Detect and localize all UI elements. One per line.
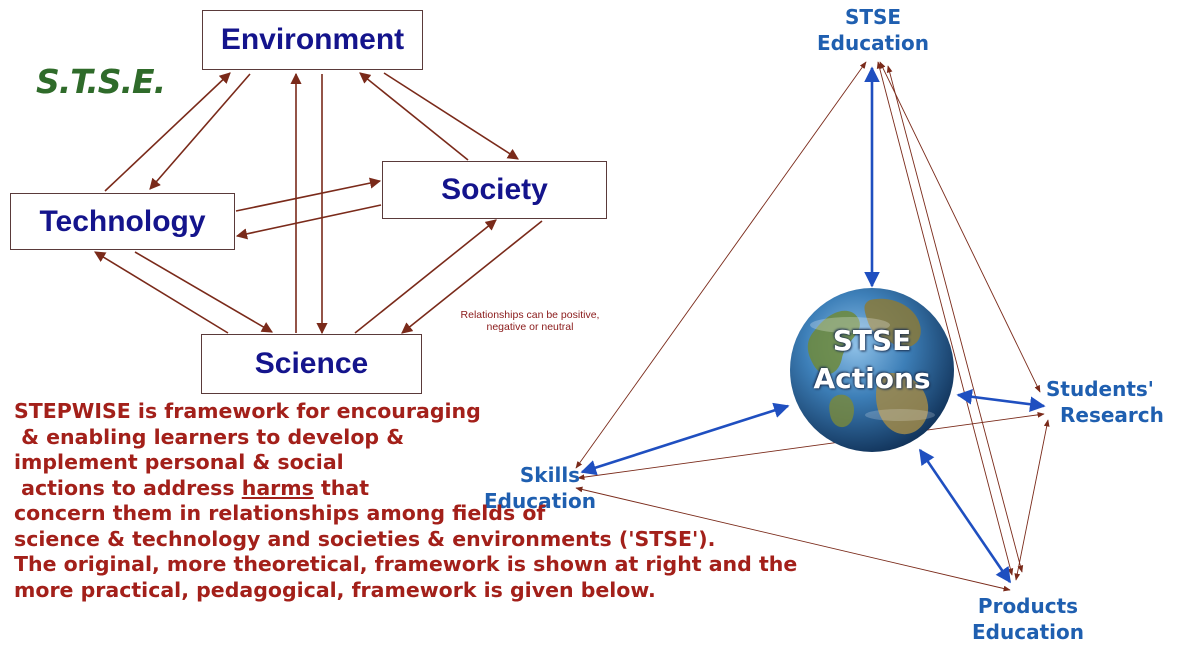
edge-skills-stse xyxy=(575,61,867,469)
desc-line-3: implement personal & social xyxy=(14,450,344,474)
globe-label: STSE Actions xyxy=(790,322,954,398)
node-skills-education-line1: Skills xyxy=(519,463,581,487)
arrow-env-to-tech xyxy=(149,73,251,190)
desc-line-5: concern them in relationships among fiel… xyxy=(14,501,546,525)
desc-line-8: more practical, pedagogical, framework i… xyxy=(14,577,656,602)
stepwise-description: STEPWISE is framework for encouraging & … xyxy=(14,399,954,603)
desc-line-4-prefix: actions to address xyxy=(14,475,242,500)
relationships-note: Relationships can be positive, negative … xyxy=(460,309,600,333)
arrow-sci-to-soc xyxy=(354,219,497,334)
box-science: Science xyxy=(201,334,422,394)
node-students-research-line2: Research xyxy=(1060,403,1164,427)
node-products-education-line2: Education xyxy=(972,620,1084,644)
arrow-soc-to-env xyxy=(359,72,469,161)
arrow-soc-to-tech xyxy=(235,204,382,240)
node-students-research-line1: Students' xyxy=(1046,377,1154,401)
arrow-globe-skills xyxy=(580,402,790,476)
desc-line-2: & enabling learners to develop & xyxy=(14,424,405,449)
left-diagram-arrows xyxy=(94,72,543,335)
node-products-education-line1: Products xyxy=(977,594,1079,618)
node-stse-education: STSE Education xyxy=(803,4,943,56)
desc-line-4: actions to address harms that xyxy=(14,476,954,502)
box-technology: Technology xyxy=(10,193,235,250)
globe-label-line2: Actions xyxy=(813,362,931,395)
arrow-soc-to-sci xyxy=(401,220,543,334)
arrow-tech-to-env xyxy=(104,72,231,192)
arrow-tech-to-sci xyxy=(134,251,273,333)
arrow-env-to-soc xyxy=(383,72,519,160)
box-environment: Environment xyxy=(202,10,423,70)
arrow-tech-to-soc xyxy=(235,177,382,212)
node-stse-education-line1: STSE xyxy=(844,5,902,29)
globe-label-line1: STSE xyxy=(832,324,912,357)
node-stse-education-line2: Education xyxy=(817,31,929,55)
node-skills-education-line2: Education xyxy=(484,489,596,513)
globe-arrows xyxy=(580,66,1046,584)
arrow-sci-to-tech xyxy=(94,251,229,334)
stse-title: S.T.S.E. xyxy=(36,62,166,101)
box-society: Society xyxy=(382,161,607,219)
globe-icon xyxy=(790,288,954,452)
node-products-education: Products Education xyxy=(958,593,1098,645)
desc-line-6: science & technology and societies & env… xyxy=(14,526,716,551)
arrow-globe-students xyxy=(956,389,1046,412)
node-students-research: Students' Research xyxy=(1046,376,1179,428)
tetrahedron-edges xyxy=(575,61,1050,592)
desc-line-1: STEPWISE is framework for encouraging xyxy=(14,399,481,423)
edge-students-products xyxy=(1014,419,1050,581)
desc-line-7: The original, more theoretical, framewor… xyxy=(14,552,798,576)
desc-line-4-suffix: that xyxy=(313,475,370,500)
arrow-globe-products xyxy=(918,448,1012,584)
node-skills-education: Skills Education xyxy=(470,462,610,514)
desc-harms-word: harms xyxy=(241,475,314,500)
